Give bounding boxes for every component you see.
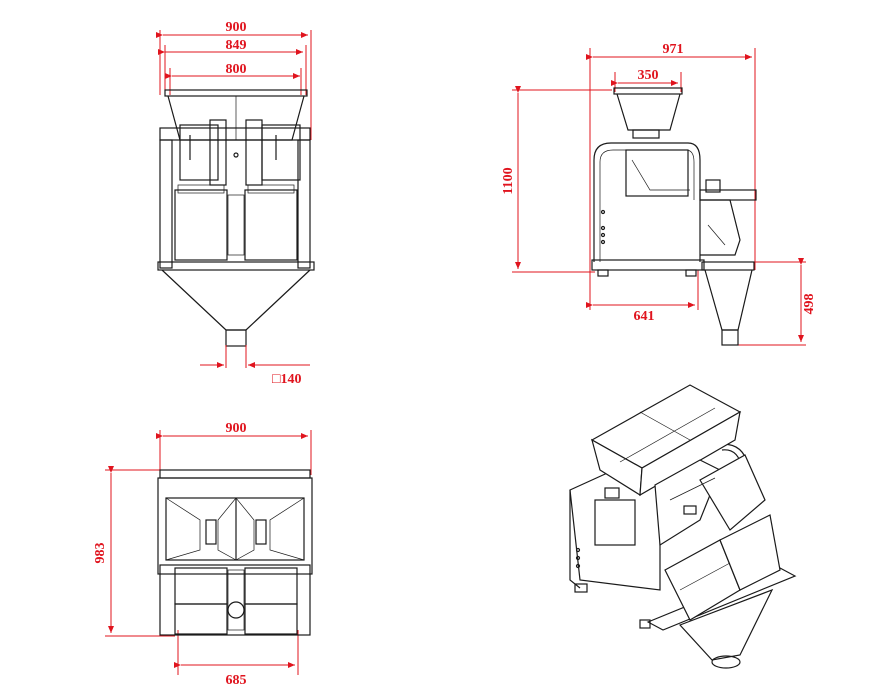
top-dim-983: 983 [93,543,108,564]
top-dim-900: 900 [226,421,247,436]
side-view: 971 350 1100 641 498 [501,42,817,346]
top-view: 900 983 685 [93,421,313,688]
top-dim-685: 685 [226,673,247,688]
side-dim-350: 350 [638,68,659,83]
front-dim-849: 849 [226,38,247,53]
front-dim-outlet: □140 [272,372,301,387]
side-dim-498: 498 [802,294,817,315]
front-dim-900: 900 [226,20,247,35]
front-view: 900 849 800 □140 [156,20,315,387]
side-dim-971: 971 [663,42,684,57]
side-dim-1100: 1100 [501,167,516,194]
side-dim-641: 641 [634,309,655,324]
front-dim-800: 800 [226,62,247,77]
isometric-view [569,384,797,669]
